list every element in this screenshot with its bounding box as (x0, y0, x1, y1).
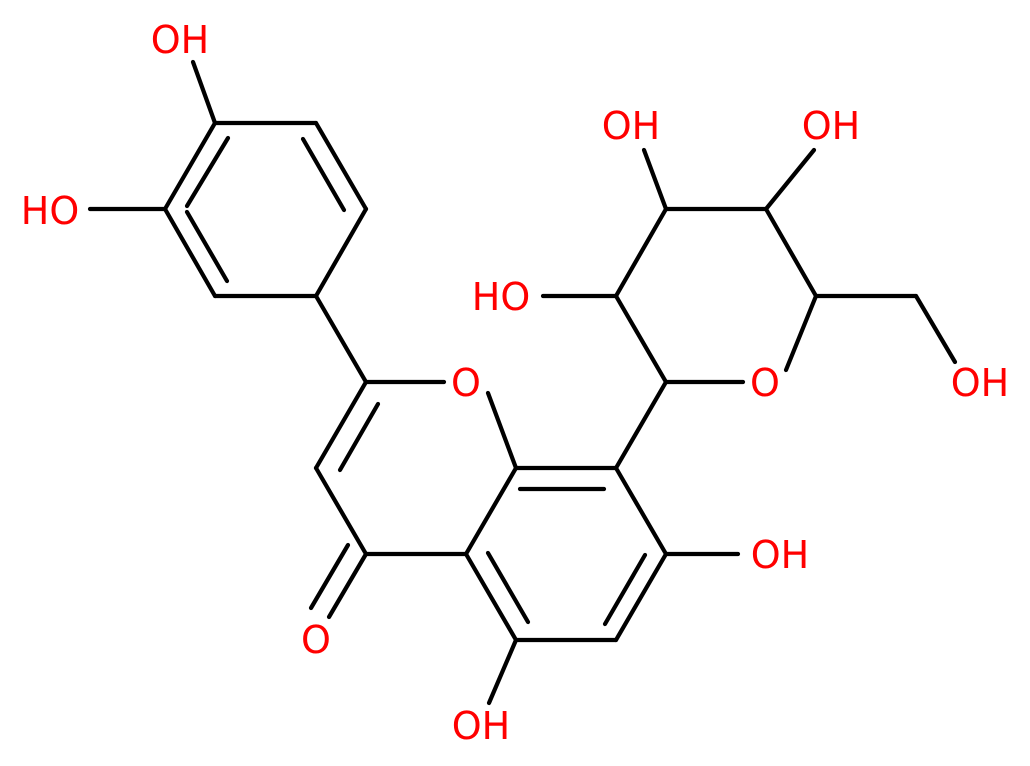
bond-sugar-oh-top-1 (641, 147, 669, 212)
atom-oh-hydroxymethyl: OH (951, 361, 1009, 405)
bond-b-ring (162, 206, 218, 299)
bond-sugar-o-c (783, 293, 819, 373)
atom-ho-sugar-left: HO (472, 275, 530, 319)
bond-b-ring-inner (300, 136, 347, 213)
bond-ch2-oh (913, 293, 958, 365)
bond-c3-c2-inner (337, 401, 381, 473)
atom-labels: OH HO O O OH OH O HO OH OH OH (21, 18, 1009, 748)
bond-carbonyl (326, 551, 369, 620)
bonds (87, 59, 958, 706)
atom-o-pyranone-ring: O (451, 361, 481, 405)
bond-a-ring (613, 551, 669, 643)
bond-c8a-c4a (463, 465, 519, 557)
atom-oh-c7: OH (751, 533, 809, 577)
bond-carbonyl-2 (308, 542, 351, 611)
bond-sugar (763, 206, 819, 299)
bond-sugar (613, 293, 669, 385)
bond-oh-top (190, 59, 218, 126)
bond-sugar-oh-top-2 (763, 147, 817, 212)
atom-oh-catechol-top: OH (151, 18, 209, 62)
bond-b-ring-inner (184, 135, 231, 209)
bond-a-ring (613, 465, 669, 557)
bond-b-ring (313, 206, 369, 299)
bond-sugar (613, 206, 669, 299)
atom-oh-sugar-top-2: OH (802, 104, 860, 148)
bond-b-ring (162, 120, 218, 212)
bond-b-ring-inner (184, 209, 230, 284)
atom-o-sugar-ring: O (750, 361, 780, 405)
bond-c4-c3 (313, 465, 369, 557)
atom-o-carbonyl: O (301, 618, 331, 662)
bond-b-ring (313, 120, 369, 212)
bond-a-ring-inner (485, 550, 531, 625)
bond-a-sugar-link (613, 379, 669, 471)
atom-oh-c5: OH (452, 704, 510, 748)
atom-oh-sugar-top-1: OH (602, 104, 660, 148)
atom-ho-catechol-left: HO (21, 189, 79, 233)
bond-b-c-link (313, 293, 369, 385)
bond-a-ring-inner (602, 552, 648, 627)
bond-oh-c5 (486, 637, 519, 706)
bond-a-ring (463, 551, 519, 643)
bond-c3-c2 (313, 379, 369, 471)
bond-o1-c8a (485, 390, 519, 471)
